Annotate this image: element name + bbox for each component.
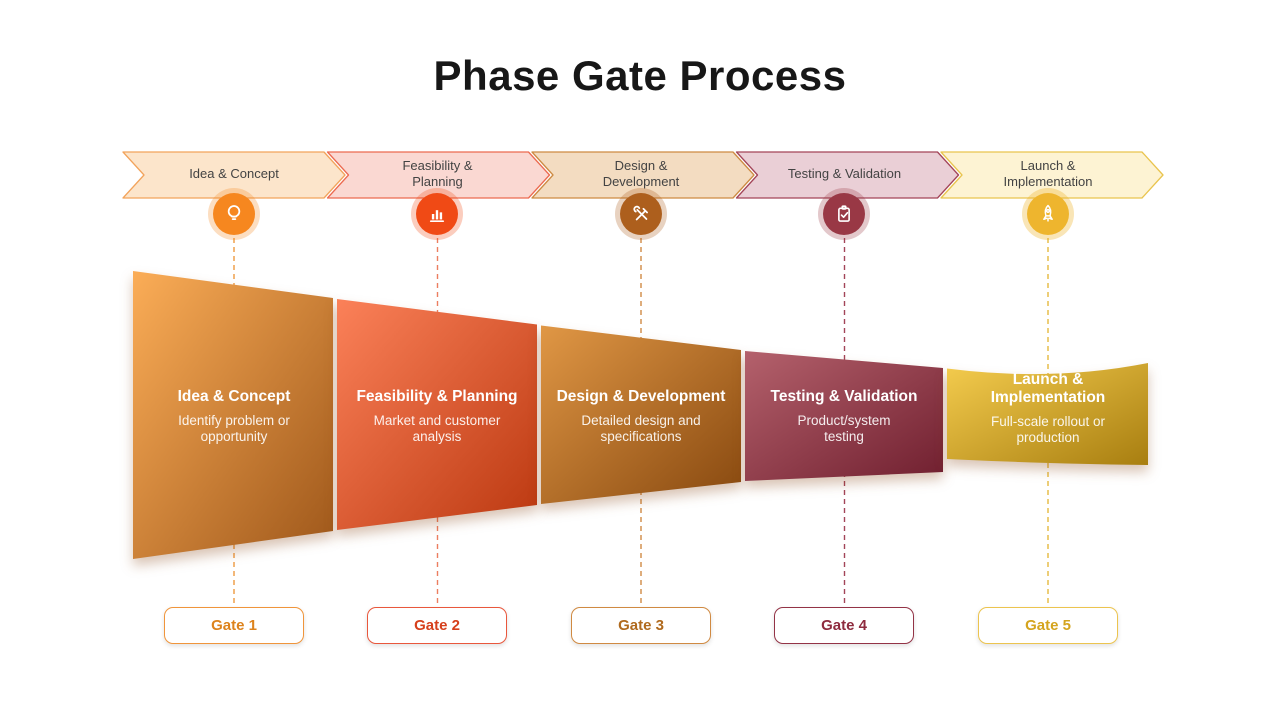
- gate-2-button[interactable]: Gate 2: [367, 607, 507, 644]
- bar-chart-icon: [416, 193, 458, 235]
- funnel-title: Testing & Validation: [770, 388, 918, 405]
- banner-shape-feasibility: [326, 151, 551, 199]
- banner-shape-idea: [122, 151, 346, 199]
- funnel-text-design: Design & Development Detailed design and…: [544, 388, 738, 446]
- banner-shape-design: [531, 151, 755, 199]
- funnel-title: Idea & Concept: [177, 388, 291, 405]
- funnel-description: Identify problem or opportunity: [178, 412, 290, 445]
- rocket-icon: [1027, 193, 1069, 235]
- gate-5-button[interactable]: Gate 5: [978, 607, 1118, 644]
- funnel-text-testing: Testing & Validation Product/system test…: [747, 388, 941, 446]
- lightbulb-icon: [213, 193, 255, 235]
- funnel-segment-testing: [745, 351, 943, 481]
- funnel-text-idea: Idea & Concept Identify problem or oppor…: [137, 388, 331, 446]
- clipboard-check-icon: [823, 193, 865, 235]
- funnel: [133, 271, 1148, 559]
- banner-label-launch: Launch & Implementation: [1003, 157, 1093, 189]
- funnel-segment-idea: [133, 271, 333, 559]
- banner-label-design: Design & Development: [602, 157, 680, 189]
- funnel-segment-feasibility: [337, 299, 537, 530]
- phase-banners: [122, 151, 1164, 199]
- funnel-text-feasibility: Feasibility & Planning Market and custom…: [340, 388, 534, 446]
- funnel-title: Launch & Implementation: [990, 371, 1106, 406]
- gate-3-button[interactable]: Gate 3: [571, 607, 711, 644]
- funnel-text-launch: Launch & Implementation Full-scale rollo…: [951, 371, 1145, 447]
- gate-4-button[interactable]: Gate 4: [774, 607, 914, 644]
- banner-shape-launch: [940, 151, 1164, 199]
- banner-label-testing: Testing & Validation: [787, 165, 902, 181]
- funnel-segment-design: [541, 325, 741, 504]
- funnel-description: Market and customer analysis: [373, 412, 501, 445]
- banner-shape-testing: [735, 151, 960, 199]
- gate-1-button[interactable]: Gate 1: [164, 607, 304, 644]
- funnel-title: Feasibility & Planning: [356, 388, 518, 405]
- funnel-title: Design & Development: [556, 388, 726, 405]
- funnel-description: Full-scale rollout or production: [990, 413, 1106, 446]
- page-title: Phase Gate Process: [433, 52, 847, 99]
- funnel-description: Product/system testing: [797, 412, 891, 445]
- banner-label-feasibility: Feasibility & Planning: [402, 157, 473, 189]
- funnel-description: Detailed design and specifications: [581, 412, 701, 445]
- funnel-segment-launch: [947, 363, 1148, 465]
- banner-label-idea: Idea & Concept: [189, 165, 279, 181]
- crossed-tools-icon: [620, 193, 662, 235]
